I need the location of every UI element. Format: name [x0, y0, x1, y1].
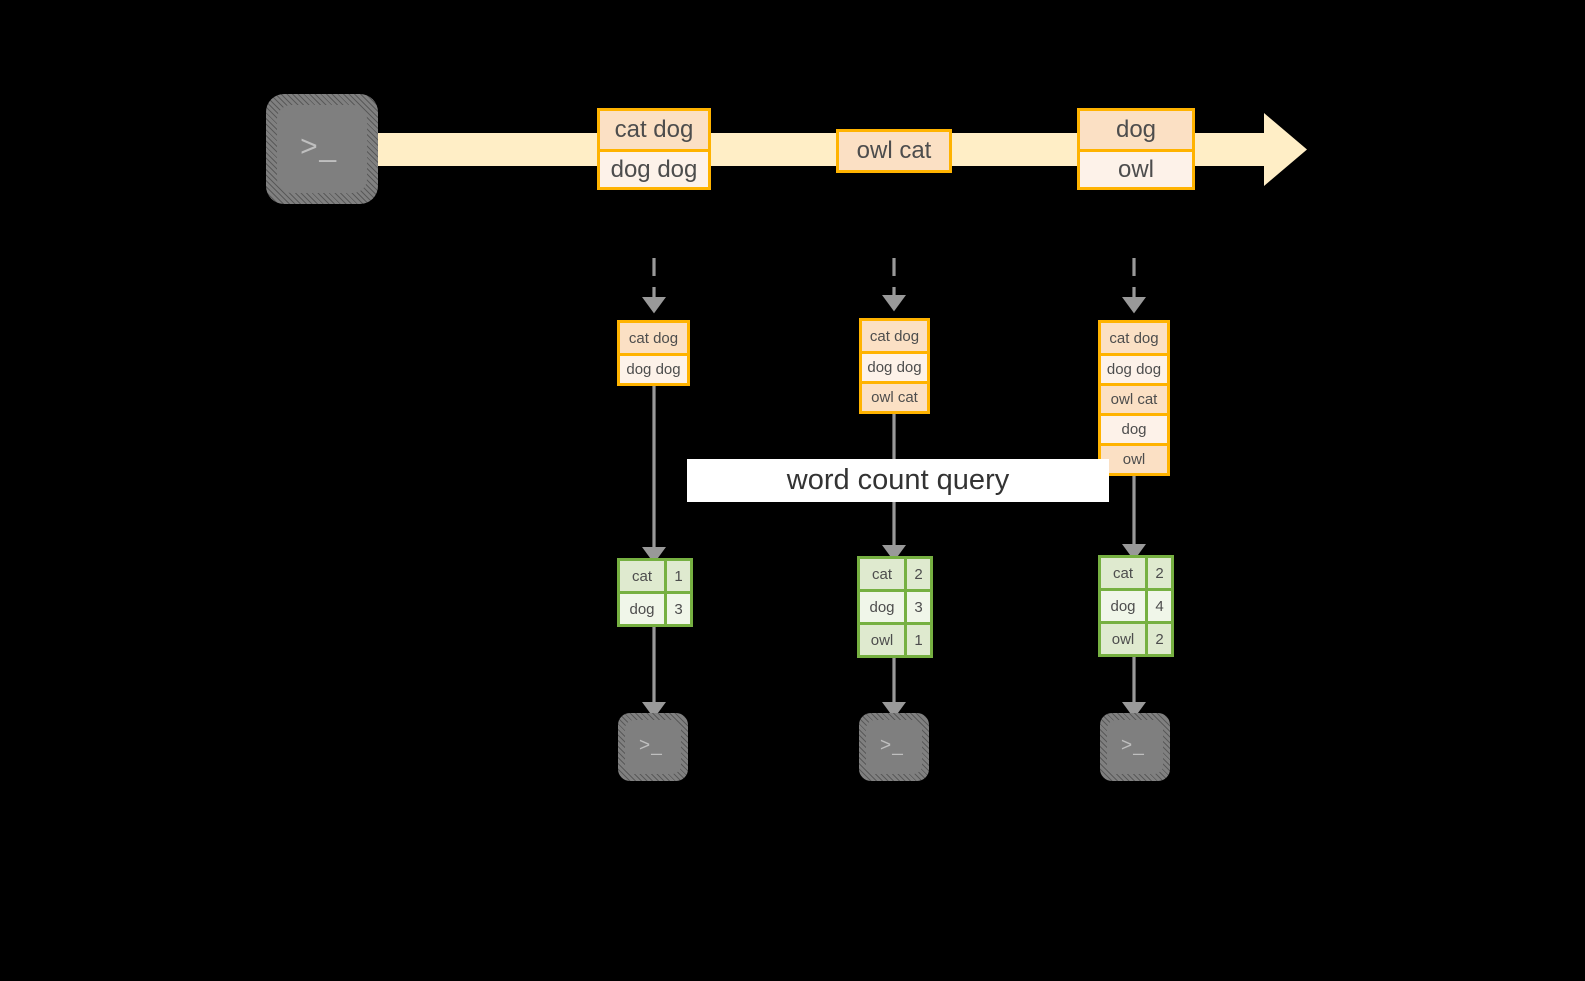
result-row: dog 4: [1101, 588, 1171, 621]
snapshot-table-t3: cat dog dog dog owl cat dog owl: [1098, 320, 1170, 476]
result-table-t3: cat 2 dog 4 owl 2: [1098, 555, 1174, 657]
terminal-prompt-glyph: >_: [300, 130, 338, 163]
result-word: cat: [860, 559, 904, 589]
result-row: dog 3: [860, 589, 930, 622]
snapshot-line: dog: [1101, 413, 1167, 443]
terminal-prompt-glyph: >_: [1121, 735, 1145, 756]
snapshot-line: cat dog: [862, 321, 927, 351]
result-count: 1: [904, 625, 930, 655]
result-count: 1: [664, 561, 690, 591]
result-word: dog: [860, 592, 904, 622]
terminal-prompt-glyph: >_: [639, 735, 663, 756]
result-word: owl: [860, 625, 904, 655]
result-word: owl: [1101, 624, 1145, 654]
sink-terminal-icon-t2: >_: [859, 713, 929, 781]
result-word: dog: [620, 594, 664, 624]
result-row: owl 1: [860, 622, 930, 655]
stream-record-3: dog owl: [1077, 108, 1195, 190]
query-label: word count query: [687, 459, 1109, 502]
snapshot-line: owl: [1101, 443, 1167, 473]
stream-record-1: cat dog dog dog: [597, 108, 711, 190]
result-word: cat: [620, 561, 664, 591]
result-table-t2: cat 2 dog 3 owl 1: [857, 556, 933, 658]
result-count: 2: [904, 559, 930, 589]
snapshot-line: dog dog: [620, 353, 687, 383]
snapshot-line: dog dog: [1101, 353, 1167, 383]
sink-terminal-icon-t1: >_: [618, 713, 688, 781]
result-count: 2: [1145, 558, 1171, 588]
stream-record-line: cat dog: [600, 111, 708, 149]
result-row: cat 2: [860, 559, 930, 589]
stream-record-2: owl cat: [836, 129, 952, 173]
sink-terminal-icon-t3: >_: [1100, 713, 1170, 781]
snapshot-line: cat dog: [1101, 323, 1167, 353]
result-word: dog: [1101, 591, 1145, 621]
stream-record-line: owl: [1080, 149, 1192, 187]
stream-record-line: dog: [1080, 111, 1192, 149]
snapshot-line: cat dog: [620, 323, 687, 353]
query-label-text: word count query: [786, 464, 1010, 496]
result-row: owl 2: [1101, 621, 1171, 654]
result-count: 4: [1145, 591, 1171, 621]
terminal-prompt-glyph: >_: [880, 735, 904, 756]
snapshot-table-t1: cat dog dog dog: [617, 320, 690, 386]
result-word: cat: [1101, 558, 1145, 588]
result-table-t1: cat 1 dog 3: [617, 558, 693, 627]
result-count: 3: [664, 594, 690, 624]
result-row: dog 3: [620, 591, 690, 624]
stream-record-line: dog dog: [600, 149, 708, 187]
snapshot-line: owl cat: [1101, 383, 1167, 413]
result-count: 3: [904, 592, 930, 622]
source-terminal-icon: >_: [266, 94, 378, 204]
snapshot-line: owl cat: [862, 381, 927, 411]
result-count: 2: [1145, 624, 1171, 654]
snapshot-table-t2: cat dog dog dog owl cat: [859, 318, 930, 414]
result-row: cat 1: [620, 561, 690, 591]
stream-record-line: owl cat: [839, 132, 949, 170]
snapshot-line: dog dog: [862, 351, 927, 381]
result-row: cat 2: [1101, 558, 1171, 588]
